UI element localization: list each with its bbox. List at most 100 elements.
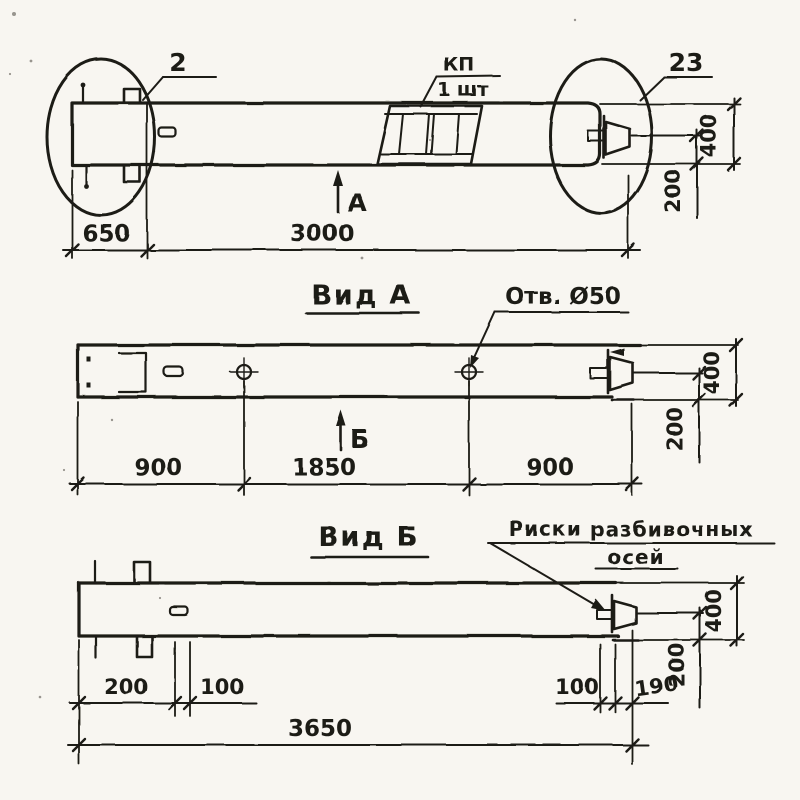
section-arrow-a-label: А (347, 188, 367, 217)
dim-label-200-left: 200 (104, 675, 148, 699)
dim-tick (624, 476, 640, 492)
dim-label-200: 200 (661, 169, 685, 213)
section-arrow-b-label: Б (350, 425, 369, 454)
hole-leader (471, 311, 496, 363)
end-bracket (117, 351, 148, 394)
dim-tick (236, 476, 252, 492)
axes-note-line2: осей (607, 545, 664, 569)
keystone-detail (608, 355, 635, 392)
dim-label-3000: 3000 (290, 221, 354, 247)
speckle (29, 59, 33, 63)
speckle (360, 256, 364, 260)
dim-label-3650: 3650 (288, 716, 352, 742)
kp-plate-rib (455, 113, 460, 155)
weld-mark (610, 348, 624, 356)
kp-plate-rib (425, 113, 430, 155)
speckle (8, 72, 12, 76)
keystone-detail (604, 120, 632, 157)
stud-bottom-dot (83, 183, 89, 189)
dim-label-100-right: 100 (555, 675, 599, 699)
speckle (158, 596, 162, 600)
dim-label-200: 200 (663, 407, 687, 451)
dim-tick (624, 695, 640, 711)
section-arrow-b-head (336, 410, 346, 426)
dim-tick (139, 242, 155, 258)
hole-leader-arrowhead (470, 355, 479, 368)
dim-tick (167, 695, 183, 711)
keystone-tab (587, 130, 605, 142)
callout-label-2: 2 (169, 48, 186, 77)
plate-qty-label: 1 шт (437, 79, 488, 101)
plate-leader (420, 76, 438, 108)
scan-noise (8, 12, 577, 699)
speckle (429, 139, 431, 141)
view-a: Вид А Отв. Ø50 (69, 280, 744, 496)
keystone-detail (612, 599, 638, 631)
kp-plate-rib (430, 113, 435, 155)
dim-label-1850: 1850 (292, 455, 356, 481)
stud-top-dot (80, 82, 86, 88)
axes-note-line1: Риски разбивочных (509, 517, 753, 541)
dim-tick (620, 242, 636, 258)
dim-tick (70, 476, 86, 492)
tab-top-left (132, 560, 152, 585)
view-b-title: Вид Б (318, 522, 419, 553)
plate-label-shelf (436, 75, 501, 78)
plate-label: КП (443, 54, 474, 76)
dim-label-900-left: 900 (134, 455, 182, 481)
beam-outline (70, 101, 602, 167)
speckle (38, 695, 42, 699)
detail-circle-left (45, 57, 157, 217)
dim-tick (692, 605, 708, 621)
dim-tick (71, 737, 87, 753)
dim-tick (689, 156, 705, 172)
kp-plate-rib (398, 113, 404, 155)
dim-tick (71, 695, 87, 711)
speckle (573, 18, 577, 22)
view-b: Вид Б Риски разбивочных осей (67, 517, 775, 765)
dim-tick (689, 128, 705, 144)
dim-tick (728, 392, 744, 408)
kp-plate-outline (375, 104, 484, 166)
dim-label-100-left: 100 (200, 675, 244, 699)
speckle (12, 12, 16, 16)
dim-tick (624, 737, 640, 753)
dim-label-400: 400 (697, 114, 721, 158)
dim-tick (592, 695, 608, 711)
keystone-tab (589, 367, 609, 379)
top-view: 400 200 650 3000 2 23 КП 1 ш (45, 48, 742, 259)
tab-top-left (122, 87, 142, 105)
rivet-mark (87, 357, 91, 362)
callout-label-23: 23 (669, 48, 704, 77)
speckle (110, 418, 114, 422)
dim-tick (691, 365, 707, 381)
callout-2-leader (142, 76, 164, 101)
dim-tick (726, 156, 742, 172)
hole-label: Отв. Ø50 (505, 284, 621, 310)
tab-bottom-left (135, 634, 154, 659)
axes-note-arrowhead (591, 599, 606, 611)
tab-bottom-left (122, 163, 142, 184)
drawing-root: 400 200 650 3000 2 23 КП 1 ш (45, 48, 775, 765)
speckle (62, 468, 66, 472)
dim-label-400: 400 (702, 589, 726, 633)
dim-tick (461, 476, 477, 492)
dim-label-190: 190 (633, 671, 680, 701)
lifting-slot (157, 126, 178, 139)
dim-label-400: 400 (700, 351, 724, 395)
dim-label-200: 200 (665, 643, 689, 687)
dim-label-900-right: 900 (526, 455, 574, 481)
callout-23-leader (639, 76, 665, 101)
dim-tick (607, 695, 623, 711)
dim-tick (692, 632, 708, 648)
dim-tick (64, 242, 80, 258)
dim-tick (728, 337, 744, 353)
rivet-mark (87, 383, 91, 388)
section-arrow-a-head (333, 170, 343, 186)
dim-tick (729, 632, 745, 648)
dim-tick (182, 695, 198, 711)
dim-tick (729, 575, 745, 591)
axes-note-leader (489, 542, 603, 610)
dim-label-650: 650 (82, 221, 130, 247)
